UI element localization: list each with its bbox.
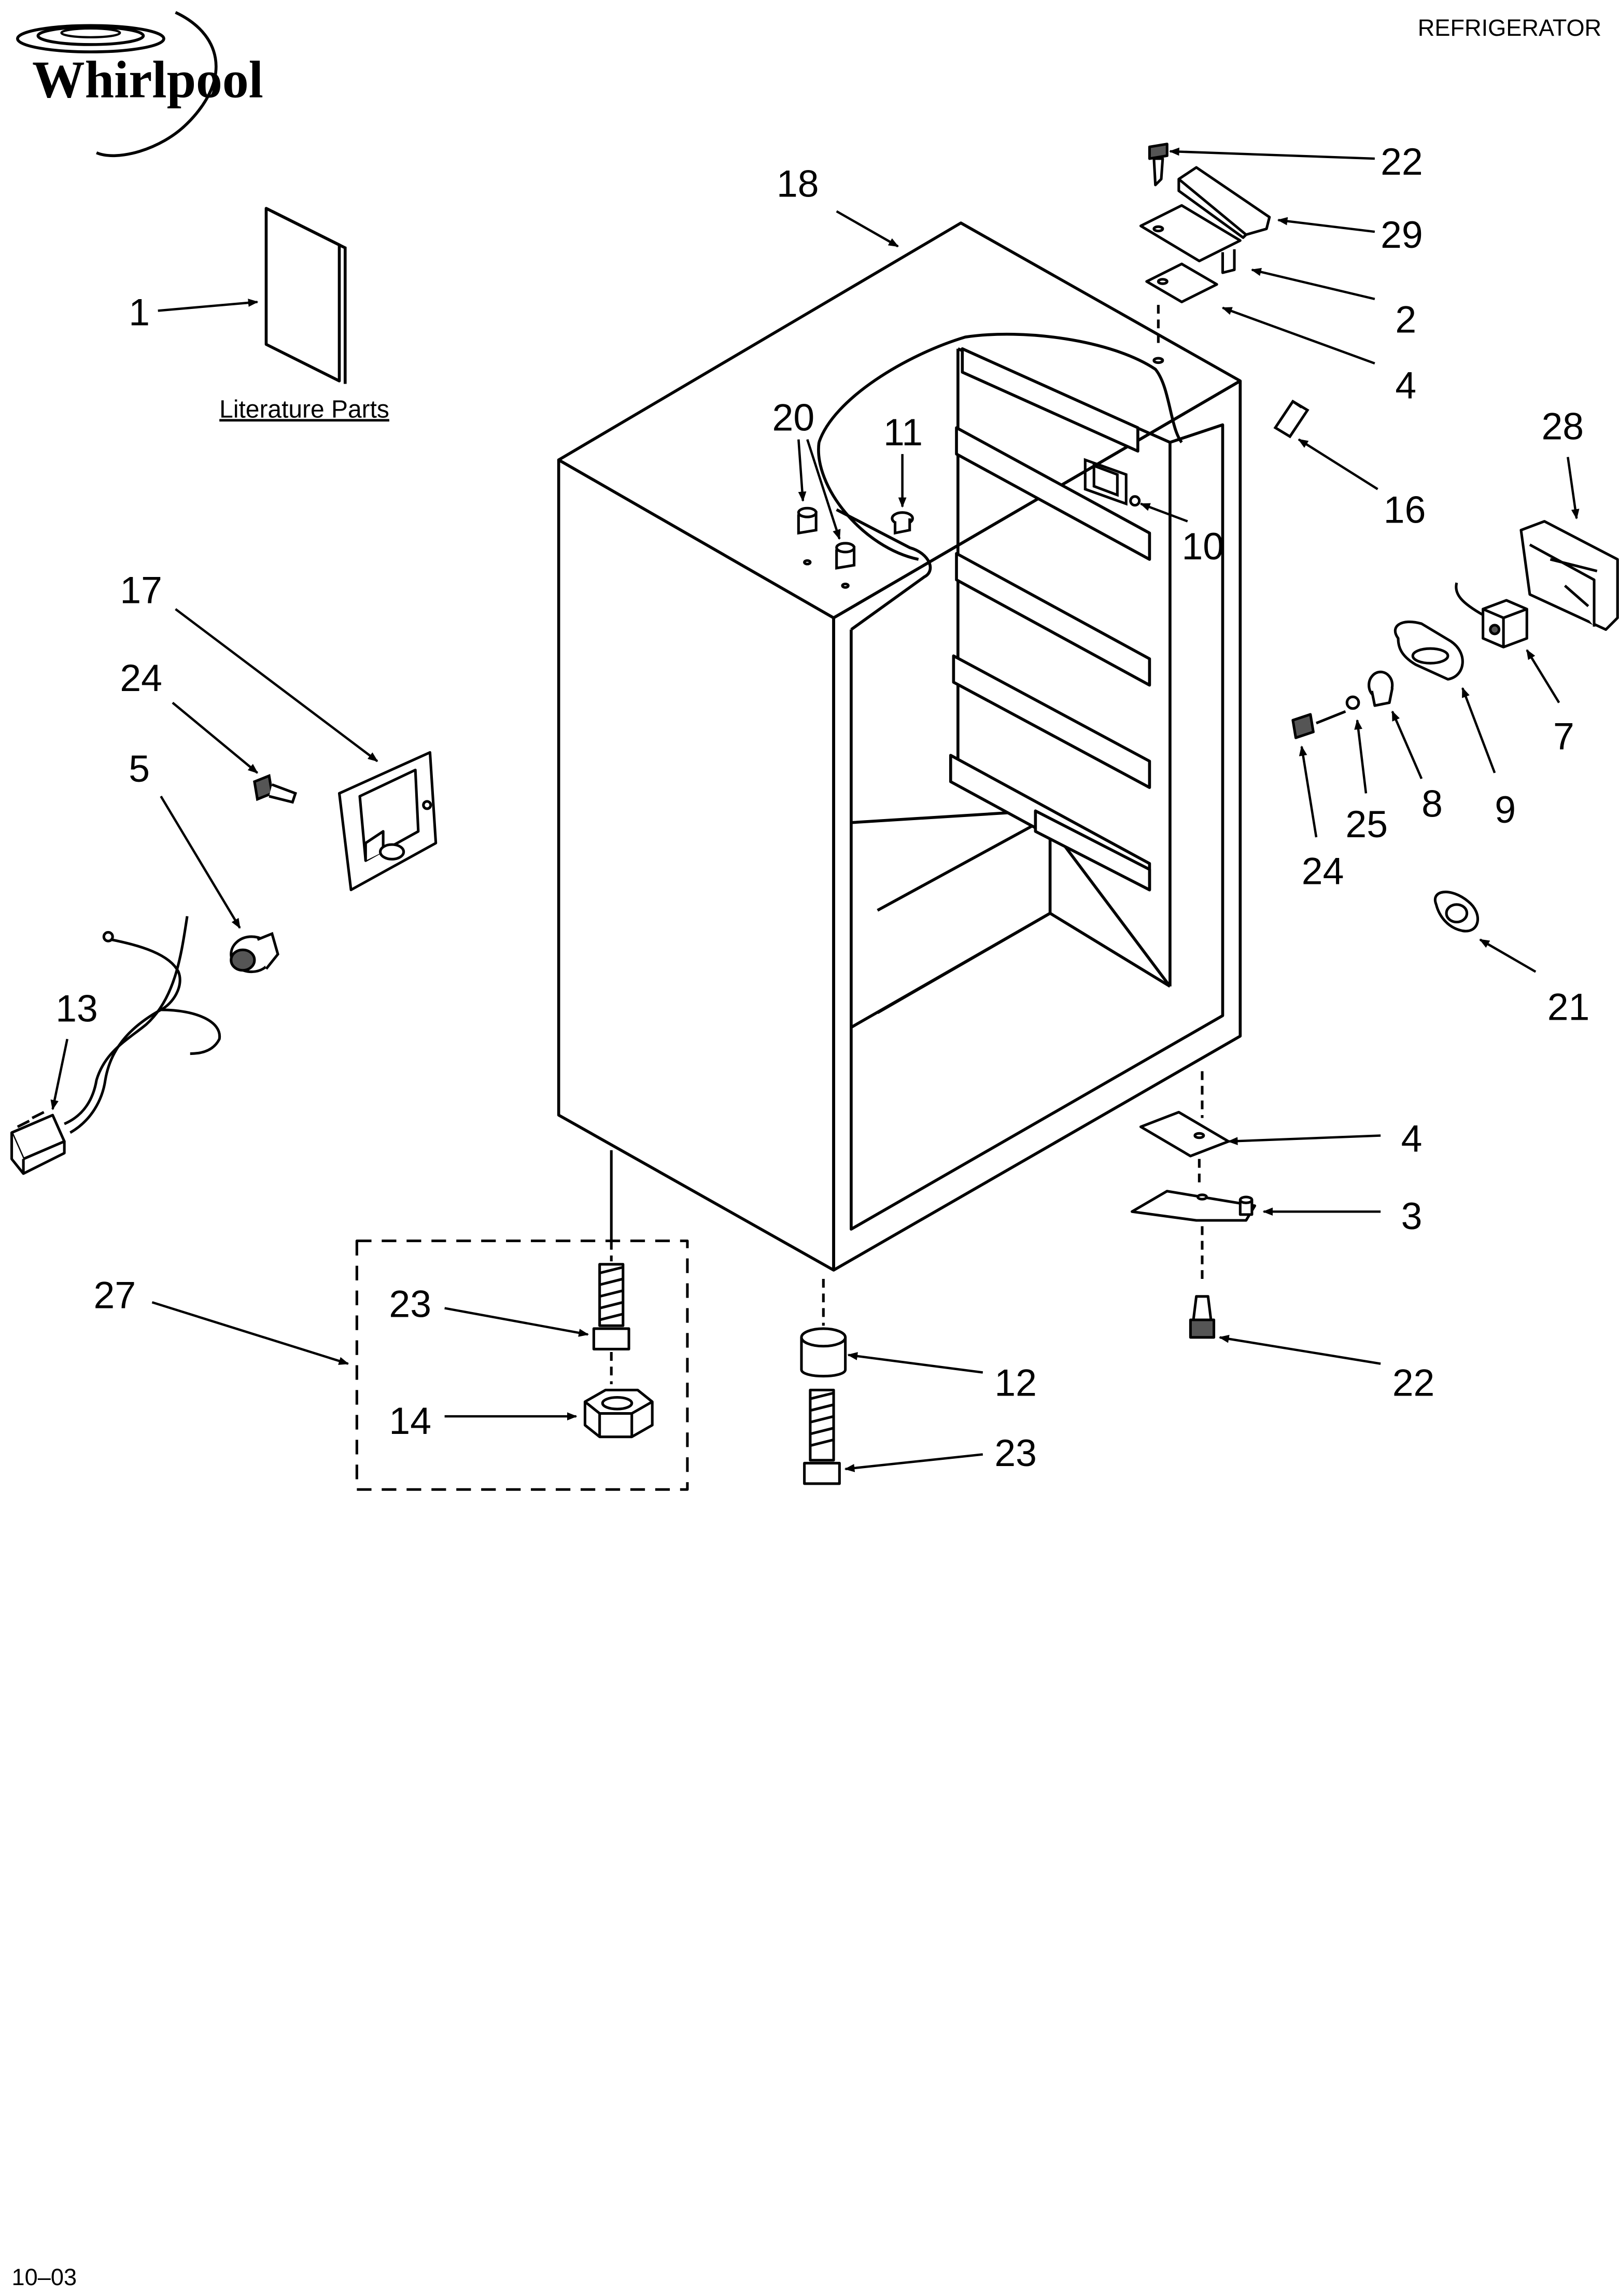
leader-4-bottom (1227, 1134, 1381, 1146)
callout-3: 3 (1401, 1195, 1423, 1237)
leader-23-left (444, 1307, 589, 1337)
top-hinge-assembly (1139, 143, 1271, 364)
callout-24-left: 24 (120, 657, 162, 699)
callout-14: 14 (389, 1400, 431, 1442)
leader-10 (1139, 502, 1188, 523)
cabinet-illustration (557, 221, 1242, 1272)
screw-11 (891, 511, 914, 535)
leader-22-top (1169, 147, 1375, 160)
leader-18 (836, 210, 899, 248)
callout-22-top: 22 (1381, 140, 1423, 183)
callout-27: 27 (94, 1274, 136, 1316)
leader-9 (1461, 687, 1496, 773)
section-title: REFRIGERATOR (1418, 15, 1601, 41)
date-code: 10–03 (12, 2264, 77, 2290)
control-housing-28 (1519, 520, 1619, 631)
callout-20: 20 (772, 397, 815, 439)
leader-24-right (1299, 745, 1318, 838)
leader-16 (1298, 438, 1378, 490)
bottom-hinge-assembly (1131, 1071, 1257, 1339)
callout-13: 13 (55, 987, 98, 1030)
thermostat-parts (1291, 621, 1464, 739)
leveler-right (800, 1278, 847, 1485)
leader-1 (158, 299, 259, 312)
callout-23-left: 23 (389, 1283, 431, 1325)
screw-24-left (253, 773, 298, 804)
callout-28: 28 (1541, 405, 1584, 448)
callout-21: 21 (1547, 986, 1590, 1029)
leader-21 (1479, 938, 1537, 973)
leader-7 (1526, 649, 1560, 703)
callout-4-bottom: 4 (1401, 1118, 1423, 1160)
callout-24-right: 24 (1302, 850, 1344, 892)
control-10 (1083, 458, 1141, 507)
clip-21 (1433, 891, 1479, 933)
callout-5: 5 (129, 748, 150, 790)
callout-2: 2 (1395, 299, 1416, 341)
plug-buttons-20 (797, 506, 856, 589)
leader-13 (50, 1038, 68, 1110)
callout-1: 1 (129, 291, 150, 334)
leader-27 (151, 1301, 349, 1365)
leader-20b (806, 439, 841, 540)
shelf-rails (949, 347, 1151, 892)
callout-25: 25 (1345, 803, 1388, 846)
leader-23-right (844, 1453, 983, 1472)
whirlpool-logo: Whirlpool (16, 11, 263, 158)
leader-20a (797, 439, 807, 502)
leader-8 (1391, 710, 1423, 780)
callout-8: 8 (1421, 783, 1443, 825)
leader-2 (1250, 267, 1375, 301)
callout-9: 9 (1495, 788, 1516, 831)
leader-17 (175, 608, 378, 763)
wire-harness-13 (10, 915, 221, 1175)
clip-16 (1273, 399, 1310, 439)
callout-16: 16 (1384, 488, 1426, 531)
leader-24-left (172, 701, 259, 774)
light-socket-5 (230, 932, 279, 974)
callout-29: 29 (1381, 214, 1423, 256)
leader-28 (1567, 457, 1580, 519)
switch-7 (1455, 582, 1528, 649)
callout-23-right: 23 (994, 1432, 1037, 1474)
callout-18: 18 (777, 162, 819, 205)
leader-25 (1354, 719, 1368, 794)
callout-7: 7 (1553, 715, 1574, 758)
leader-5 (160, 795, 241, 929)
callout-4-top: 4 (1395, 364, 1416, 407)
callout-11: 11 (883, 411, 923, 454)
logo-wordmark: Whirlpool (32, 50, 263, 109)
callout-12: 12 (994, 1362, 1037, 1404)
callout-17: 17 (120, 569, 162, 612)
leader-29 (1277, 217, 1375, 233)
leader-4-top (1221, 306, 1375, 365)
light-housing-17 (337, 751, 438, 892)
leveler-kit-27 (355, 1150, 689, 1491)
callout-22-bottom: 22 (1392, 1362, 1435, 1404)
callout-10: 10 (1181, 525, 1224, 568)
literature-parts-illustration (264, 207, 347, 384)
literature-caption: Literature Parts (219, 396, 389, 423)
leader-22-bottom (1218, 1334, 1381, 1365)
leader-12 (847, 1352, 983, 1374)
